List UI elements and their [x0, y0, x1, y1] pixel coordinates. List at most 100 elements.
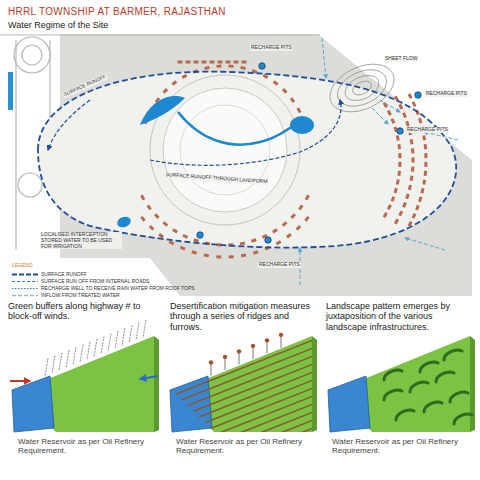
buffer-tree: [66, 350, 69, 368]
tree-crown: [265, 338, 269, 342]
inflow-arrow: [424, 132, 458, 140]
house-unit: [178, 61, 183, 64]
house-unit: [210, 61, 215, 64]
buffer-tree: [87, 342, 90, 360]
runoff-arrow: [150, 100, 341, 165]
map-label: RECHARGE PITS: [258, 262, 301, 268]
house-unit: [204, 66, 210, 70]
landscape-crescent: [436, 372, 454, 382]
legend-line-sample: [12, 286, 38, 291]
buffer-tree: [101, 336, 104, 354]
landscape-crescent: [424, 402, 442, 412]
sheet-flow-arrow: [380, 100, 400, 112]
ridge-furrow: [166, 343, 326, 406]
house-unit: [412, 213, 417, 219]
tree-trunk: [211, 363, 212, 375]
landscape-crescent: [396, 410, 414, 420]
tree-trunk: [253, 347, 254, 359]
legend-line: [12, 280, 38, 281]
house-unit: [154, 213, 160, 219]
house-unit: [182, 234, 188, 239]
house-unit: [391, 118, 396, 124]
house-unit: [229, 255, 234, 258]
tree-crown: [279, 333, 283, 337]
roundabout: [14, 37, 50, 73]
contour: [322, 55, 401, 122]
runoff-arrow: [48, 100, 90, 150]
panel-decoration: [384, 350, 472, 424]
house-unit: [398, 162, 401, 167]
house-unit: [226, 61, 231, 64]
legend-line: [12, 294, 38, 295]
house-unit: [411, 167, 414, 172]
section-panel: [328, 336, 475, 432]
inflow-arrow: [322, 38, 326, 78]
recharge-pit: [397, 128, 403, 134]
ridge-furrow: [166, 375, 326, 438]
house-unit: [296, 107, 301, 113]
house-unit: [172, 228, 178, 233]
house-unit: [418, 196, 422, 202]
house-unit: [204, 253, 209, 257]
house-unit: [398, 104, 403, 110]
legend-text: SURFACE RUN OFF FROM INTERNAL ROADS: [41, 278, 149, 284]
house-unit: [305, 195, 310, 201]
map-label: SHEET FLOW: [384, 56, 418, 62]
landscape-crescent: [450, 392, 468, 402]
water-reservoir: [328, 376, 370, 432]
house-unit: [202, 61, 207, 64]
house-unit: [412, 158, 415, 163]
map-label: SURFACE RUNOFF: [62, 74, 108, 99]
house-unit: [286, 233, 292, 238]
contour: [341, 70, 383, 105]
house-unit: [394, 188, 398, 194]
legend-heading: LEGEND: [12, 263, 33, 269]
house-unit: [162, 88, 168, 94]
legend-text: RECHARGE WELL TO RECEIVE RAIN WATER FROM…: [41, 285, 195, 291]
house-unit: [218, 61, 223, 64]
treated-inflow: [300, 38, 458, 285]
house-unit: [398, 210, 403, 216]
surface-runoff-loop: [38, 72, 456, 248]
landscape-crescent: [454, 414, 472, 424]
central-green: [163, 88, 287, 212]
landscape-crescent: [410, 382, 428, 392]
water-body: [140, 96, 185, 125]
tree-trunk: [239, 352, 240, 364]
ridge-group: [166, 335, 326, 480]
house-unit: [290, 213, 296, 219]
house-unit: [182, 74, 188, 79]
recharge-pit: [415, 92, 421, 98]
house-unit: [383, 212, 388, 218]
legend-row: SURFACE RUN OFF FROM INTERNAL ROADS: [12, 278, 149, 284]
tree-trunk: [225, 358, 226, 370]
site-ground: [38, 72, 456, 248]
legend-line-sample: [12, 293, 38, 298]
slope-edge: [470, 336, 475, 432]
contour: [350, 78, 373, 97]
house-unit: [394, 219, 399, 225]
panel-decoration: [10, 320, 158, 381]
map-label: RECHARGE PITS: [425, 91, 468, 97]
tree-trunk: [267, 341, 268, 353]
house-unit: [397, 144, 401, 149]
tree-crown: [237, 349, 241, 353]
legend-line-sample: [12, 272, 38, 277]
house-unit: [149, 225, 155, 231]
house-unit: [273, 80, 279, 85]
legend-row: RECHARGE WELL TO RECEIVE RAIN WATER FROM…: [12, 285, 195, 291]
reservoir-note: Water Reservoir as per Oil Refinery Requ…: [176, 437, 311, 455]
house-unit: [402, 202, 407, 208]
house-unit: [296, 225, 302, 231]
map-note: LOCALISED INTERCEPTION STORED WATER TO B…: [40, 232, 122, 249]
landscape-crescent: [384, 370, 402, 380]
buffer-tree: [108, 334, 111, 352]
house-unit: [140, 216, 146, 222]
panel-caption: Green buffers along highway # to block-o…: [8, 301, 160, 322]
house-unit: [172, 80, 178, 85]
ridge-furrow: [166, 351, 326, 414]
water-body: [290, 116, 314, 134]
legend-line: [12, 273, 38, 275]
water-body: [116, 215, 133, 229]
